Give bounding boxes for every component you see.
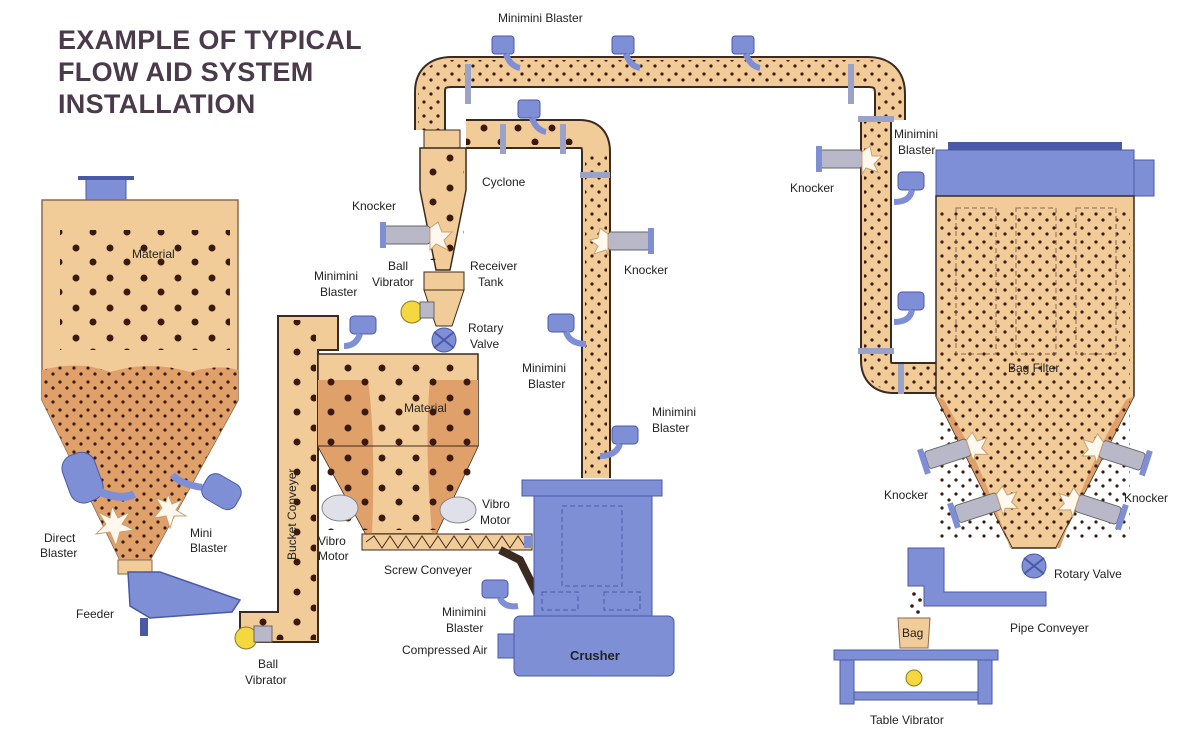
- knocker-riser: Knocker: [588, 227, 668, 277]
- label-knocker-cyclone: Knocker: [352, 199, 396, 213]
- rotary-valve-bf: Rotary Valve: [1021, 553, 1122, 581]
- title-line-1: EXAMPLE OF TYPICAL: [58, 25, 362, 55]
- minimini-blaster-left: [343, 315, 377, 349]
- label-crusher: Crusher: [570, 648, 620, 663]
- ball-vibrator-cyclone: Ball Vibrator: [372, 259, 435, 324]
- label-minimini-blaster-duct-2: Blaster: [898, 143, 935, 157]
- label-minimini-blaster-riser2-1: Minimini: [652, 405, 696, 419]
- minimini-blaster-riser2: [599, 425, 639, 459]
- label-ball-vibrator-bottom-2: Vibrator: [245, 673, 287, 687]
- label-knocker-duct: Knocker: [790, 181, 834, 195]
- label-receiver-tank-2: Tank: [478, 275, 504, 289]
- label-minimini-blaster-crusher-2: Blaster: [446, 621, 483, 635]
- ball-vibrator-bottom: Ball Vibrator: [234, 625, 287, 687]
- falling-material: [910, 592, 922, 614]
- minimini-blaster-icon: [731, 35, 761, 71]
- label-ball-vibrator-bottom-1: Ball: [258, 657, 278, 671]
- bag: Bag: [897, 617, 931, 649]
- label-bag-filter: Bag Filter: [1008, 361, 1059, 375]
- title-line-2: FLOW AID SYSTEM: [58, 57, 314, 87]
- label-rotary-valve-mid-1: Rotary: [468, 321, 503, 335]
- minimini-blaster-icon: [611, 35, 641, 71]
- vibro-motor-right: Vibro Motor: [439, 496, 511, 527]
- receiver-tank: Receiver Tank: [423, 259, 517, 327]
- label-ball-vibrator-cyclone-1: Ball: [388, 259, 408, 273]
- minimini-blaster-top-group: Minimini Blaster: [491, 11, 761, 71]
- minimini-blaster-icon: [517, 99, 547, 135]
- crusher: Crusher Compressed Air: [402, 479, 675, 677]
- label-minimini-blaster-riser1-2: Blaster: [528, 377, 565, 391]
- material-silo: Material: [41, 176, 239, 575]
- label-knocker-bf-left: Knocker: [884, 488, 928, 502]
- rotary-valve-mid: Rotary Valve: [431, 321, 503, 353]
- label-screw-conveyer: Screw Conveyer: [384, 563, 472, 577]
- label-pipe-conveyer: Pipe Conveyer: [1010, 621, 1089, 635]
- label-material-silo: Material: [132, 247, 175, 261]
- direct-blaster: [61, 451, 137, 504]
- pipe-conveyer: Pipe Conveyer: [907, 547, 1089, 635]
- label-vibro-motor-left-2: Motor: [318, 549, 349, 563]
- label-table-vibrator: Table Vibrator: [870, 713, 944, 727]
- cyclone: Cyclone: [419, 119, 580, 271]
- label-minimini-blaster-left-1: Minimini: [314, 269, 358, 283]
- label-mini-blaster-1: Mini: [190, 526, 212, 540]
- minimini-blaster-duct: [893, 171, 925, 205]
- label-minimini-blaster-crusher-1: Minimini: [442, 605, 486, 619]
- label-material-hopper: Material: [404, 401, 447, 415]
- label-mini-blaster-2: Blaster: [190, 541, 227, 555]
- knocker-duct: Knocker: [790, 145, 884, 195]
- label-vibro-motor-right-2: Motor: [480, 513, 511, 527]
- diagram-title: EXAMPLE OF TYPICAL FLOW AID SYSTEM INSTA…: [58, 24, 362, 120]
- label-direct-blaster-1: Direct: [44, 531, 76, 545]
- knocker-bf-right-1: [1080, 432, 1153, 477]
- riser-pipe: [578, 119, 611, 478]
- minimini-blaster-riser1: [547, 313, 587, 347]
- knocker-cyclone: Knocker: [352, 199, 454, 252]
- down-duct: [858, 116, 938, 394]
- label-compressed-air: Compressed Air: [402, 643, 487, 657]
- minimini-blaster-duct-lower: [893, 291, 925, 325]
- label-knocker-bf-right: Knocker: [1124, 491, 1168, 505]
- knocker-bf-left-2: [947, 485, 1020, 529]
- label-ball-vibrator-cyclone-2: Vibrator: [372, 275, 414, 289]
- label-bucket-conveyer: Bucket Conveyer: [285, 469, 299, 560]
- label-minimini-blaster-left-2: Blaster: [320, 285, 357, 299]
- top-duct: [414, 56, 906, 130]
- label-vibro-motor-right-1: Vibro: [482, 497, 510, 511]
- bucket-conveyer: Bucket Conveyer: [239, 315, 339, 643]
- title-line-3: INSTALLATION: [58, 89, 256, 119]
- bag-filter: Bag Filter: [935, 142, 1155, 549]
- label-bag: Bag: [902, 626, 923, 640]
- blast-burst: [94, 504, 136, 548]
- blast-burst: [152, 492, 188, 530]
- vibro-motor-left: Vibro Motor: [318, 494, 359, 563]
- label-rotary-valve-bf: Rotary Valve: [1054, 567, 1122, 581]
- label-cyclone: Cyclone: [482, 175, 526, 189]
- label-knocker-riser: Knocker: [624, 263, 668, 277]
- label-minimini-blaster-top: Minimini Blaster: [498, 11, 583, 25]
- label-receiver-tank-1: Receiver: [470, 259, 517, 273]
- knocker-bf-right-2: [1056, 486, 1129, 531]
- feeder: Feeder: [76, 571, 242, 636]
- label-minimini-blaster-riser2-2: Blaster: [652, 421, 689, 435]
- label-minimini-blaster-duct-1: Minimini: [894, 127, 938, 141]
- minimini-blaster-crusher: [481, 579, 519, 610]
- label-direct-blaster-2: Blaster: [40, 546, 77, 560]
- label-minimini-blaster-riser1-1: Minimini: [522, 361, 566, 375]
- screw-conveyer: Screw Conveyer: [361, 533, 544, 602]
- mini-blaster: [169, 472, 242, 511]
- label-feeder: Feeder: [76, 607, 114, 621]
- label-vibro-motor-left-1: Vibro: [318, 534, 346, 548]
- knocker-bf-left-1: [917, 431, 990, 475]
- minimini-blaster-icon: [491, 35, 521, 71]
- table-vibrator: Table Vibrator: [833, 649, 999, 727]
- label-rotary-valve-mid-2: Valve: [470, 337, 499, 351]
